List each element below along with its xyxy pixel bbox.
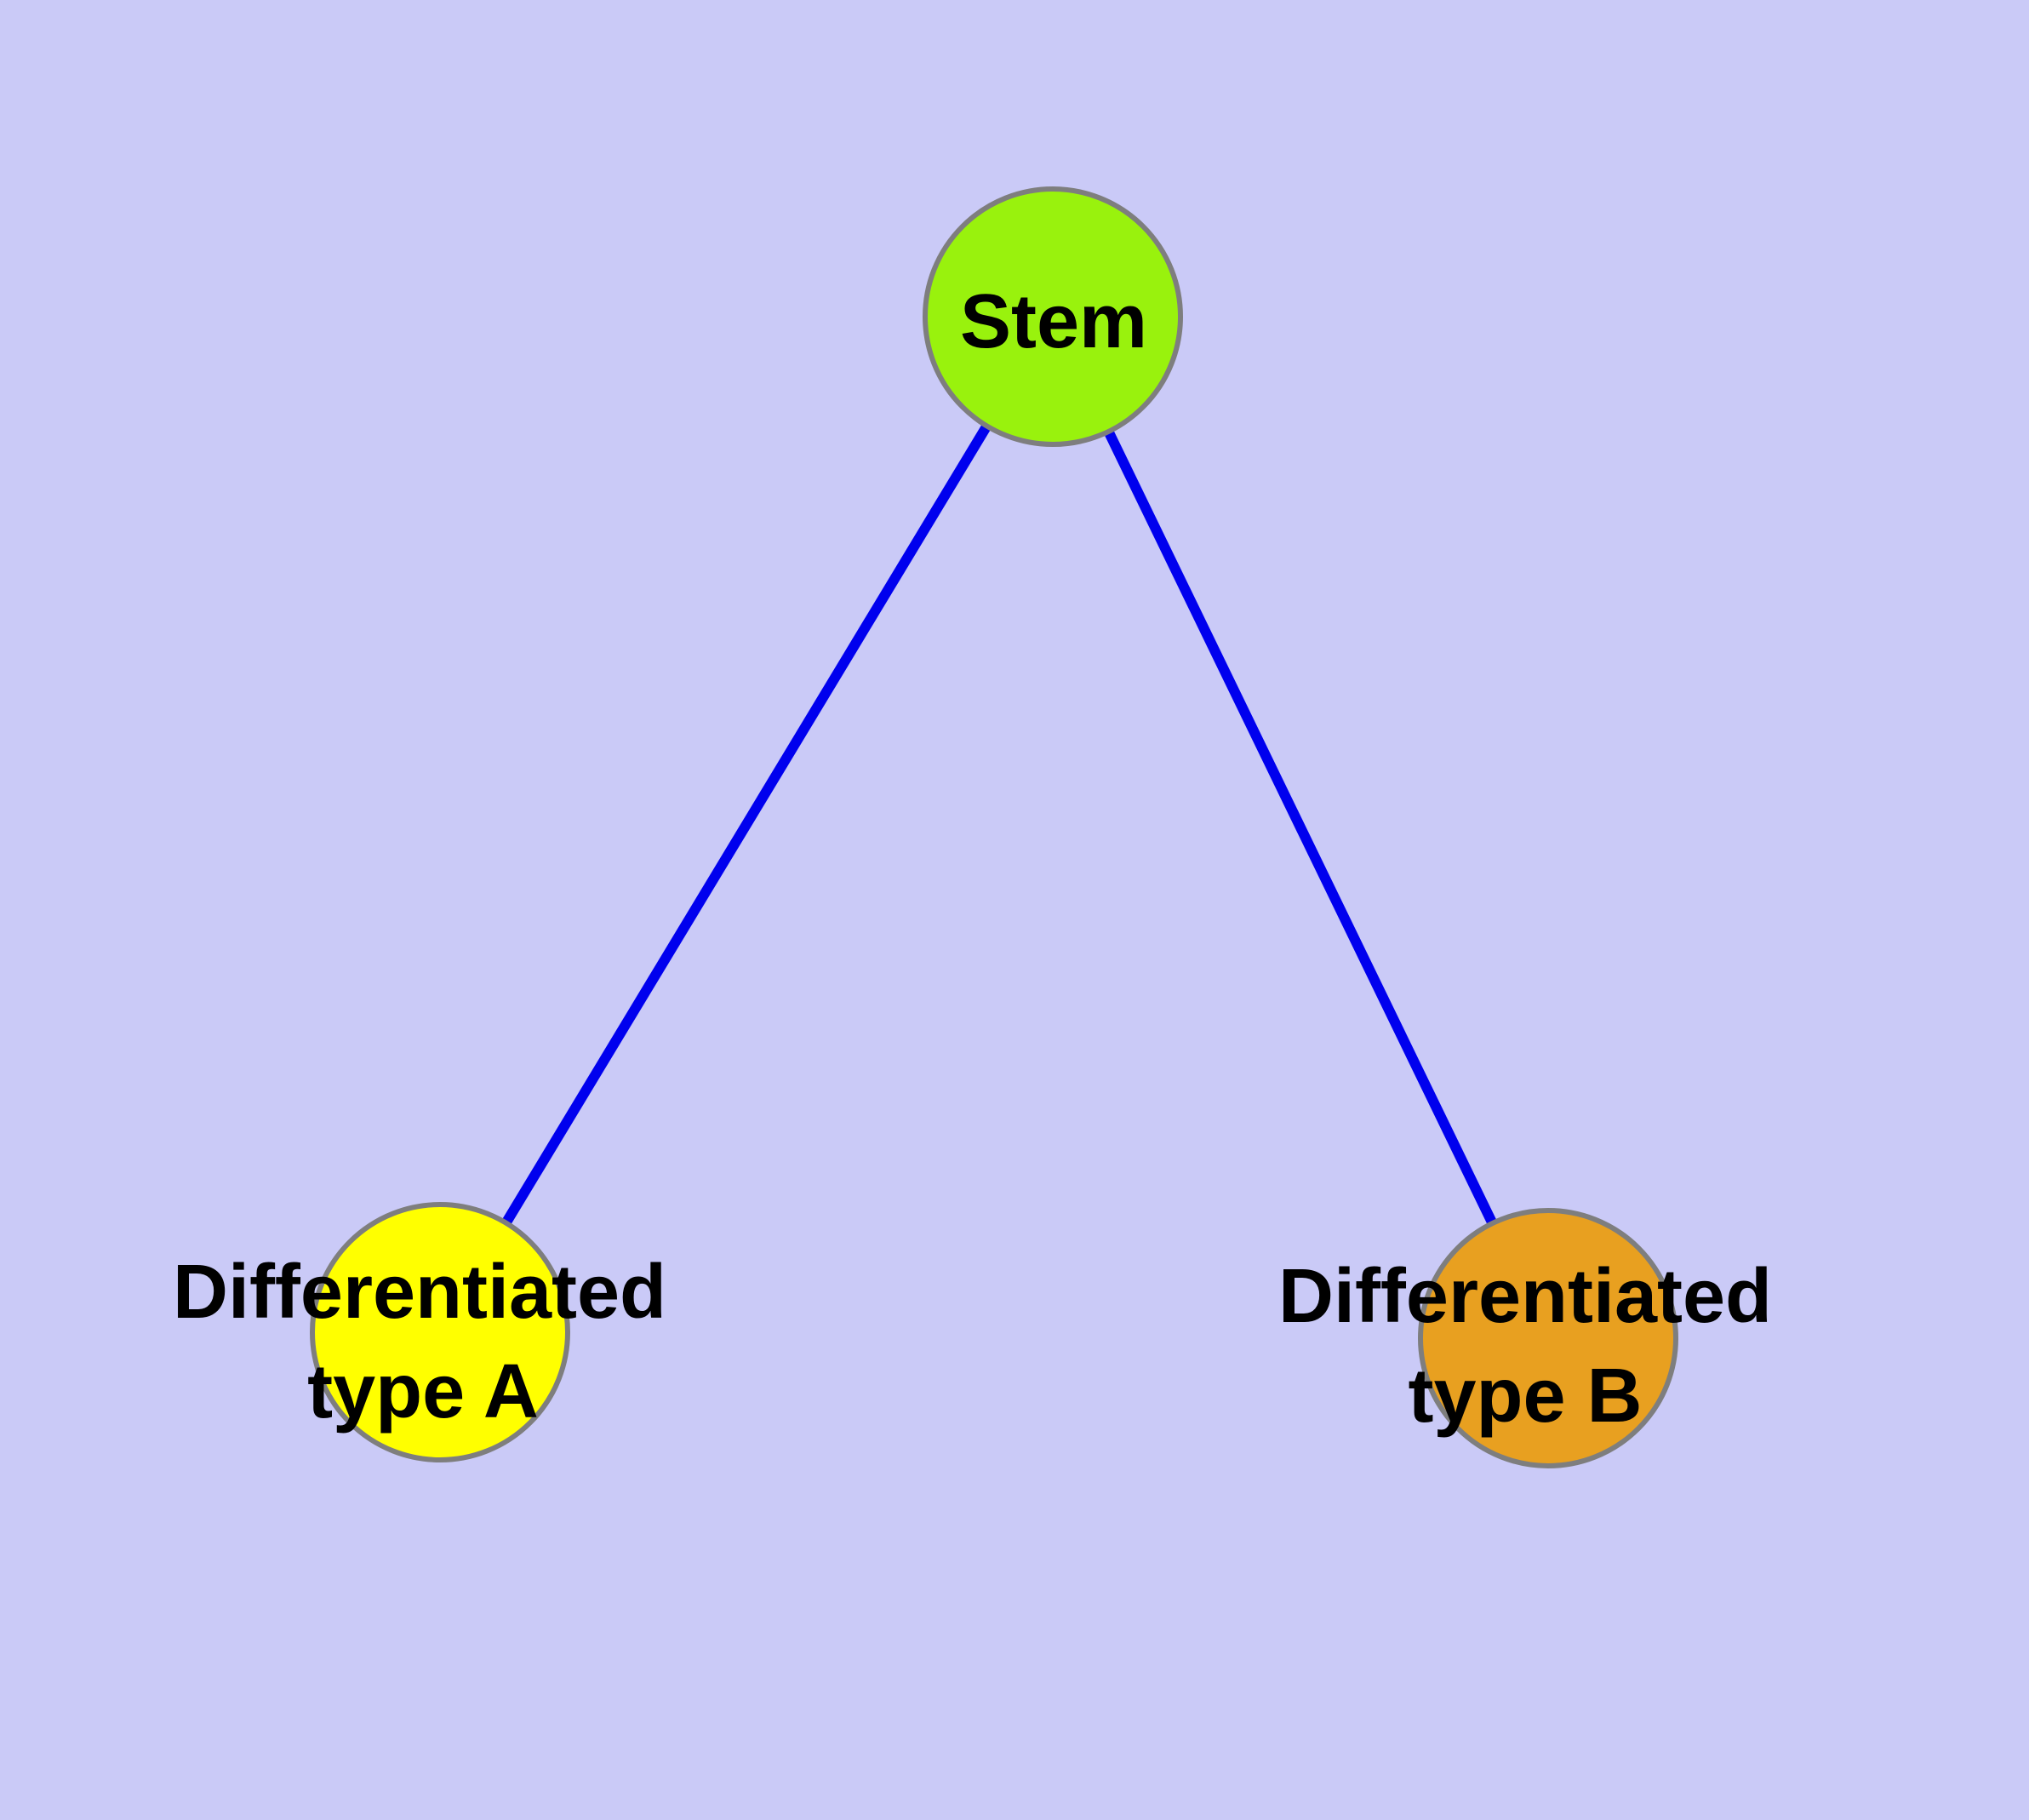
- edge-stem-to-type-a: [435, 313, 1058, 1336]
- node-differentiated-type-a: [310, 1202, 570, 1462]
- node-type-b-label-line2: type B: [1408, 1354, 1642, 1439]
- node-type-a-label-line2: type A: [307, 1349, 539, 1434]
- node-type-a-label-line1: Differentiated: [173, 1250, 666, 1335]
- node-type-b-label-line1: Differentiated: [1278, 1254, 1772, 1339]
- node-stem-label: Stem: [960, 279, 1147, 364]
- edge-stem-to-type-b: [1048, 314, 1553, 1341]
- node-stem: [923, 186, 1183, 447]
- node-differentiated-type-b: [1418, 1208, 1678, 1468]
